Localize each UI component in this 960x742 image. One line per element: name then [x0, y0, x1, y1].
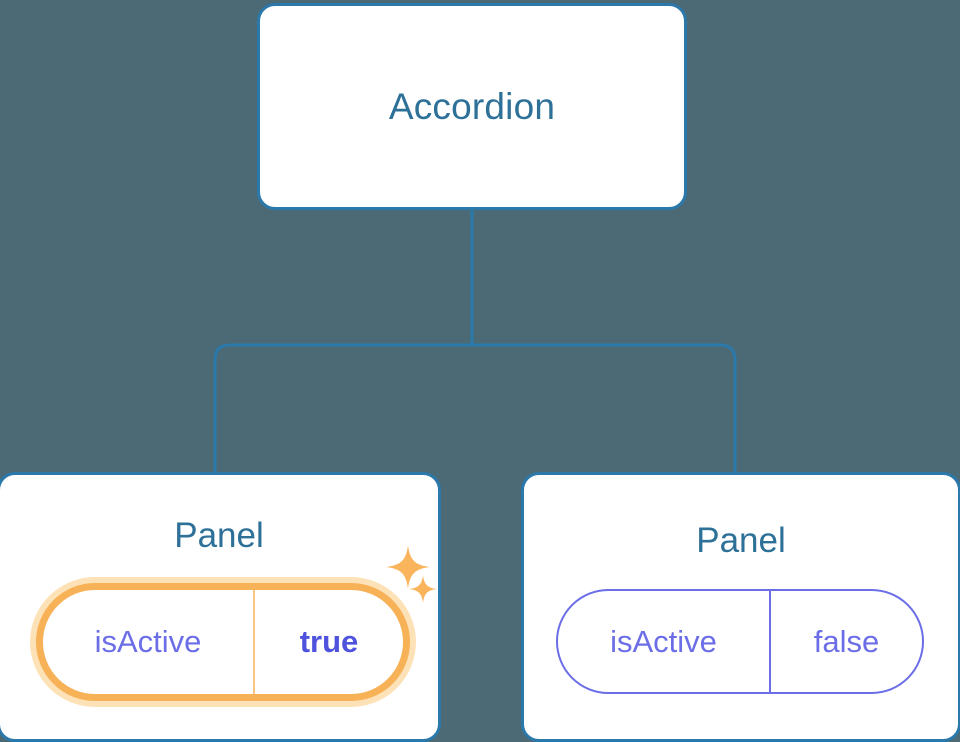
edge-to-panel-left [213, 343, 472, 474]
prop-pill-isactive-true[interactable]: isActive true [36, 583, 410, 701]
edge-to-panel-right [472, 343, 737, 474]
prop-key-label: isActive [558, 591, 771, 692]
prop-key-label: isActive [43, 590, 255, 694]
node-panel-right-label: Panel [696, 521, 786, 560]
prop-value-label: true [299, 624, 359, 659]
node-accordion[interactable]: Accordion [257, 3, 687, 210]
node-accordion-label: Accordion [388, 85, 556, 127]
prop-value-label: false [813, 623, 880, 659]
node-panel-left-label: Panel [174, 516, 264, 555]
prop-pill-isactive-false[interactable]: isActive false [556, 589, 924, 694]
